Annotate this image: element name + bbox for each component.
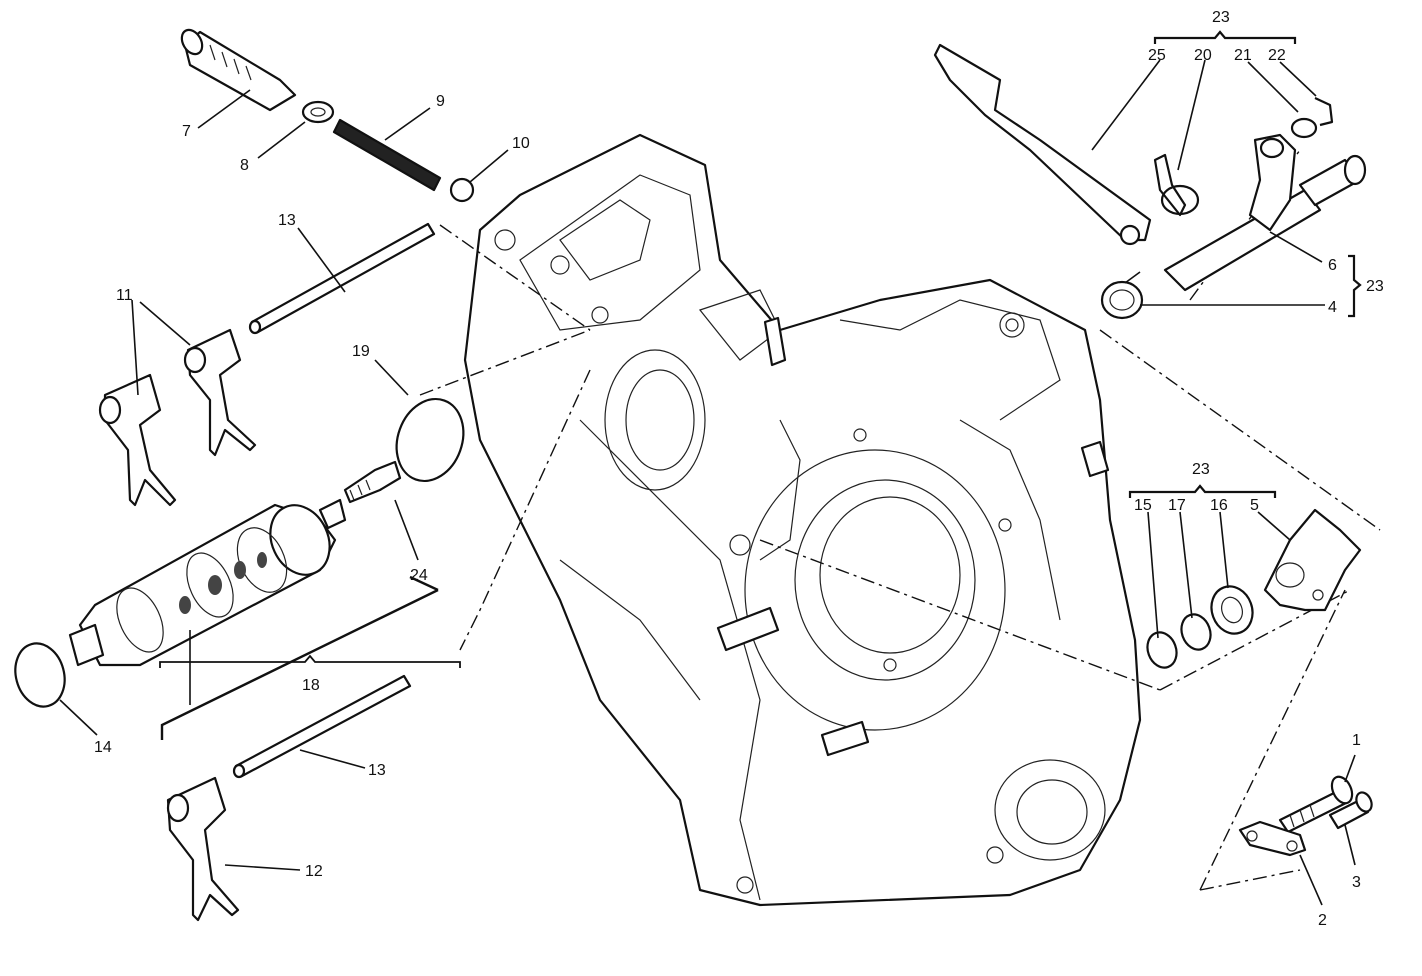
part-10-ball [449,177,475,203]
brace-23-right [1348,254,1362,318]
callout-23-top: 23 [1212,9,1230,26]
part-9-spring [332,118,442,192]
callout-14: 14 [94,739,112,756]
callout-21: 21 [1234,47,1252,64]
callout-12: 12 [305,863,323,880]
crankcase-half [463,133,1142,907]
part-19-o-ring [395,397,465,483]
part-13-rod-lower [232,674,412,779]
part-3-screw [1328,791,1373,830]
part-6-shift-shaft [1163,133,1367,292]
callout-25: 25 [1148,47,1166,64]
callout-8: 8 [240,157,249,174]
callout-23-middle: 23 [1192,461,1210,478]
part-14-circlip [14,642,66,708]
part-15-circlip [1146,631,1178,669]
callout-labels: 1 2 3 4 5 6 7 8 9 10 11 12 13 13 14 15 1… [94,9,1384,929]
callout-13-upper: 13 [278,212,296,229]
callout-18: 18 [302,677,320,694]
callout-24: 24 [410,567,428,584]
callout-19: 19 [352,343,370,360]
part-25-lever [933,43,1152,246]
part-4-spring [1100,271,1144,320]
callout-13-lower: 13 [368,762,386,779]
callout-2: 2 [1318,912,1327,929]
callout-6: 6 [1328,257,1337,274]
callout-7: 7 [182,123,191,140]
part-1-bolt [1278,775,1354,834]
part-22-clip [1314,97,1334,127]
part-8-washer [301,100,335,124]
brace-23-middle [1128,484,1277,498]
part-12-shift-fork [166,776,240,922]
part-13-rod-upper [248,222,436,335]
callout-11: 11 [116,287,133,304]
callout-9: 9 [436,93,445,110]
callout-22: 22 [1268,47,1286,64]
part-11-shift-forks [98,328,257,507]
callout-5: 5 [1250,497,1259,514]
callout-16: 16 [1210,497,1228,514]
shift-drum [68,498,347,667]
brace-18 [159,654,461,668]
callout-4: 4 [1328,299,1337,316]
callout-3: 3 [1352,874,1361,891]
callout-17: 17 [1168,497,1186,514]
callout-15: 15 [1134,497,1152,514]
leader-lines [59,59,1356,906]
callout-20: 20 [1194,47,1212,64]
callout-10: 10 [512,135,530,152]
part-18-bracket [160,575,439,740]
callout-1: 1 [1352,732,1361,749]
part-17-washer [1180,613,1212,651]
callout-23-right: 23 [1366,278,1384,295]
part-7-plug [180,28,297,112]
part-20-spring [1153,153,1200,217]
part-2-plate [1238,820,1307,857]
part-16-seal [1210,585,1254,635]
part-24-bolt [343,460,402,504]
part-5-bracket [1263,508,1362,612]
brace-23-top [1153,30,1297,44]
part-21-washer [1290,117,1318,139]
